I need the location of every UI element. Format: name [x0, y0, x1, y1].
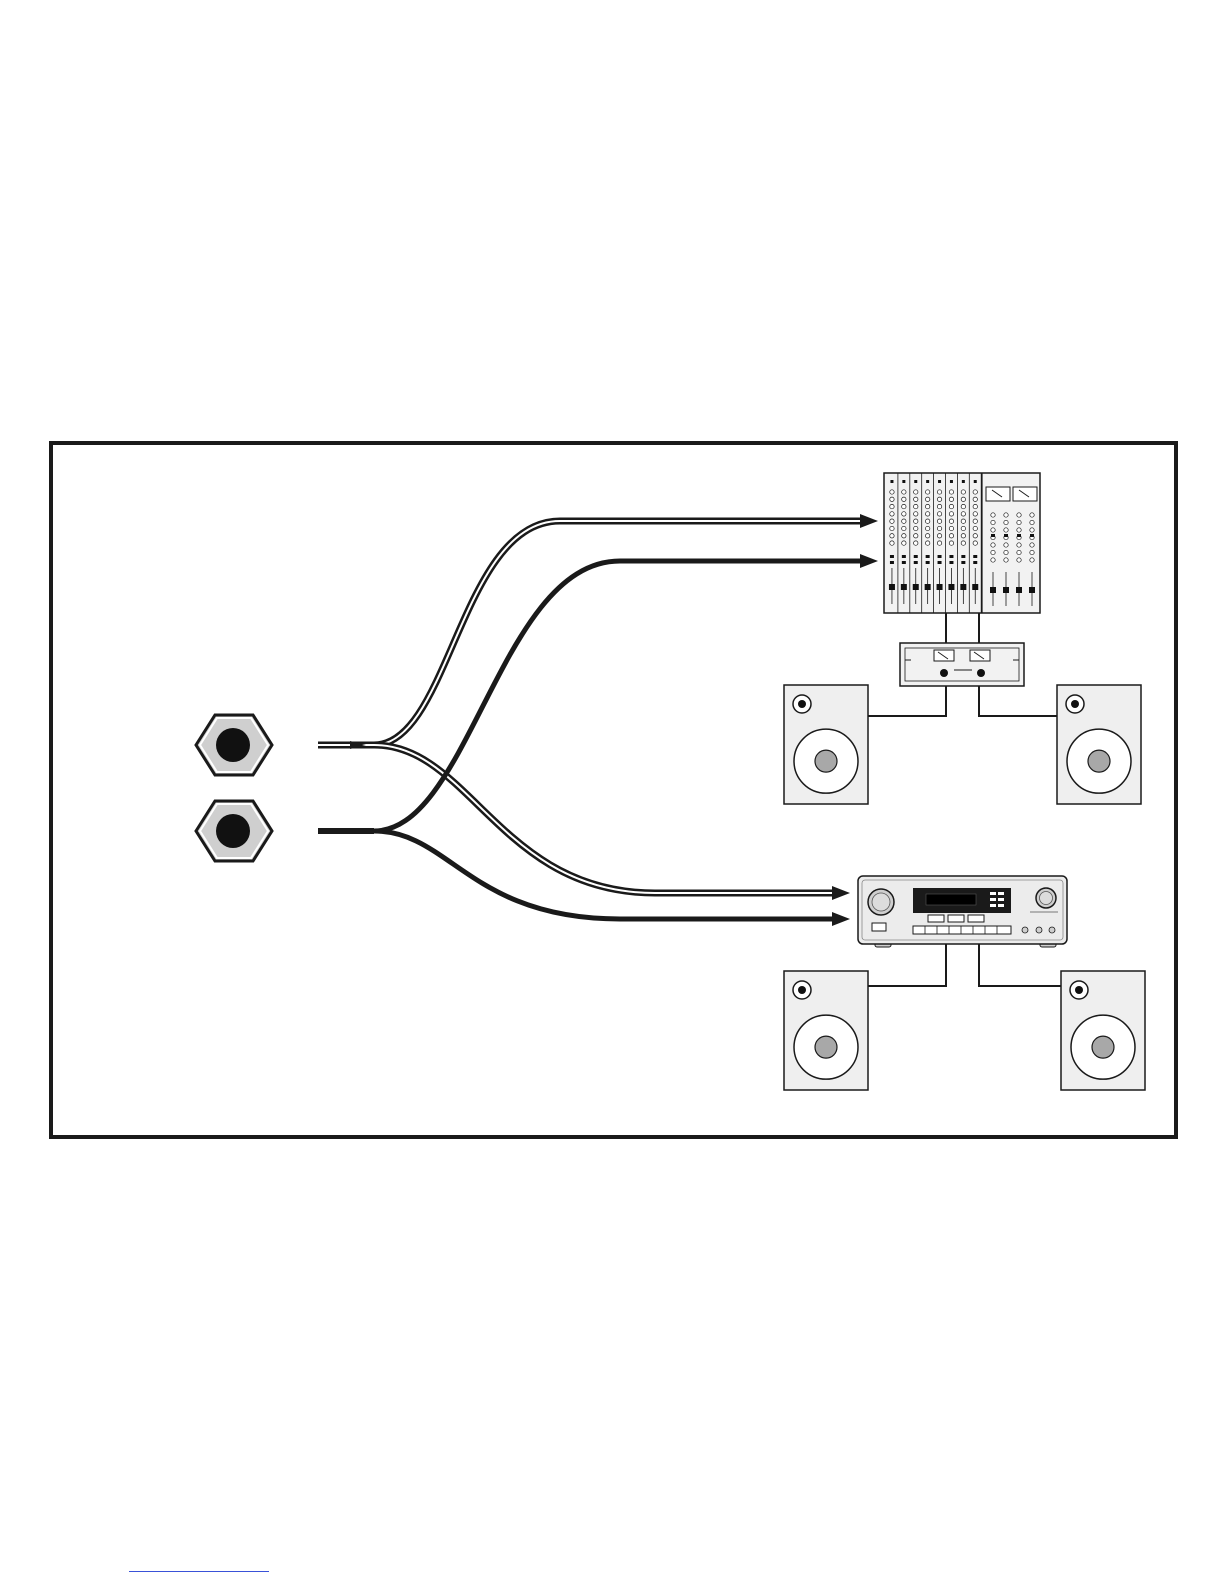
mixer-icon: [884, 473, 1040, 613]
mixing-console[interactable]: [884, 473, 1040, 613]
power-amplifier[interactable]: [900, 643, 1024, 686]
cable-top-to-receiver: [374, 745, 840, 893]
cable-bottom-to-receiver: [374, 831, 840, 919]
jack-bottom[interactable]: [196, 801, 272, 861]
speaker-lower-left[interactable]: [784, 971, 868, 1090]
speaker-icon: [784, 971, 868, 1090]
speaker-upper-right[interactable]: [1057, 685, 1141, 804]
jack-top[interactable]: [196, 715, 272, 775]
speaker-icon: [1061, 971, 1145, 1090]
link-receiver-speaker-right: [979, 944, 1061, 986]
speaker-lower-right[interactable]: [1061, 971, 1145, 1090]
speaker-upper-left[interactable]: [784, 685, 868, 804]
speaker-icon: [784, 685, 868, 804]
link-amp-speaker-right: [979, 686, 1057, 716]
link-amp-speaker-left: [868, 686, 946, 716]
speaker-icon: [1057, 685, 1141, 804]
receiver-icon: [858, 876, 1067, 947]
amplifier-icon: [900, 643, 1024, 686]
link-receiver-speaker-left: [868, 944, 946, 986]
stereo-receiver[interactable]: [858, 876, 1067, 947]
footer-link-underline: [129, 1571, 269, 1572]
